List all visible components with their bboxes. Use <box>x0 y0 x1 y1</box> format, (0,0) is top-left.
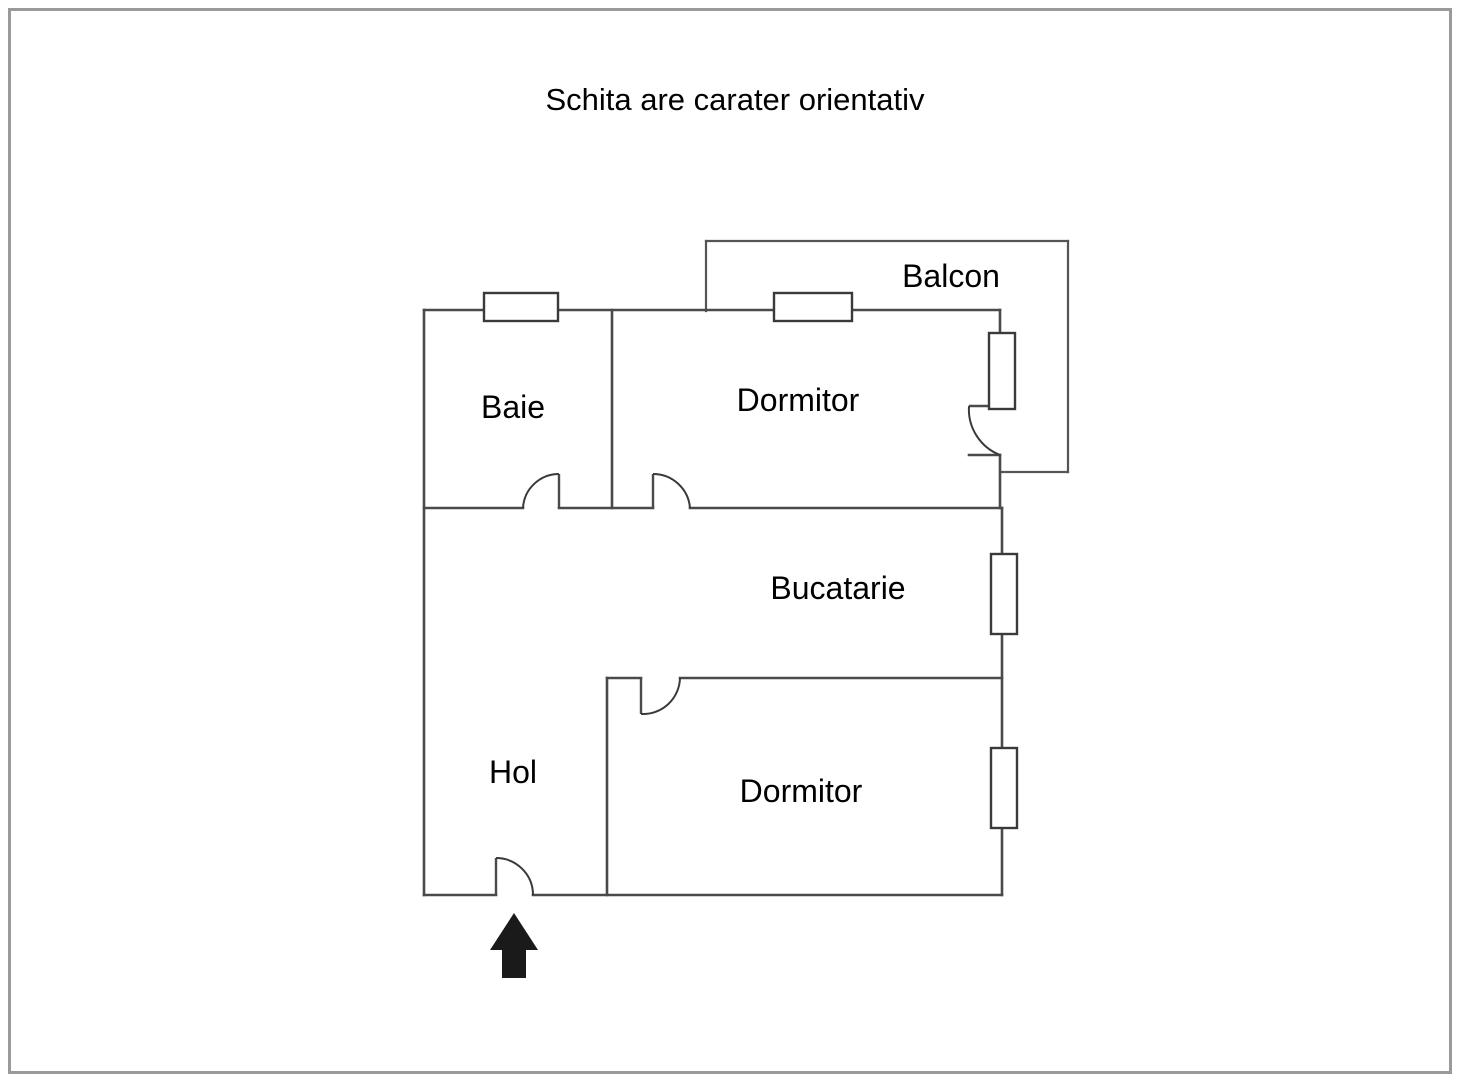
window-dormitor-top <box>772 291 854 323</box>
room-label-baie: Baie <box>481 389 545 425</box>
door-dormitor-top-arc <box>652 472 691 509</box>
plan-title: Schita are carater orientativ <box>545 82 925 117</box>
doors-group <box>494 404 1001 896</box>
window-bucatarie-right <box>989 552 1019 636</box>
door-dormitor-top <box>651 472 691 509</box>
balcony-outline <box>704 239 1070 474</box>
apartment-interior-walls <box>422 308 1004 897</box>
door-dormitor-bottom-arc <box>640 677 681 716</box>
window-dormitor-bottom-right <box>989 746 1019 830</box>
room-label-hol: Hol <box>489 754 537 790</box>
room-label-dormitor-top: Dormitor <box>737 382 860 418</box>
arrow-icon <box>490 913 538 978</box>
window-baie-top <box>482 291 560 323</box>
room-label-balcon: Balcon <box>902 258 1000 294</box>
door-baie-arc <box>522 472 560 509</box>
door-balcony-arc <box>967 405 1001 456</box>
door-entrance <box>494 857 534 896</box>
windows-group <box>482 291 1019 830</box>
door-baie <box>522 472 561 509</box>
door-entrance-arc <box>495 857 534 896</box>
door-balcony <box>967 404 1001 456</box>
room-label-bucatarie: Bucatarie <box>770 570 905 606</box>
window-dormitor-top-right <box>987 331 1017 411</box>
entrance-direction-arrow <box>490 913 538 978</box>
page-border-frame <box>8 8 1452 1074</box>
door-dormitor-bottom <box>639 677 681 716</box>
room-label-dormitor-bottom: Dormitor <box>740 773 863 809</box>
